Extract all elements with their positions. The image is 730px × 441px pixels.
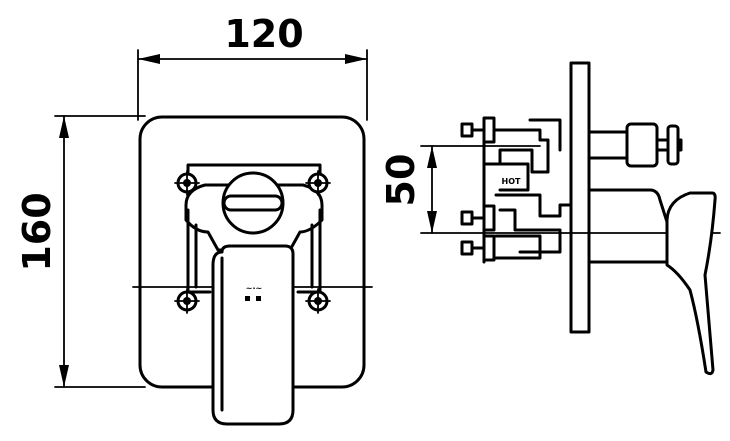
height-dimension: 160 bbox=[15, 115, 146, 388]
offset-dimension-label: 50 bbox=[379, 154, 423, 207]
mounting-screw-top-left bbox=[174, 170, 200, 196]
side-view: 50 HOT bbox=[379, 61, 721, 376]
lever-handle: ~·~ bbox=[211, 244, 295, 426]
mounting-screw-bottom-left bbox=[174, 288, 200, 314]
mounting-pin-middle bbox=[460, 204, 496, 232]
valve-body: HOT bbox=[482, 118, 572, 264]
front-view: 120 160 bbox=[15, 12, 373, 426]
hot-label: HOT bbox=[502, 177, 521, 186]
mounting-pin-bottom bbox=[460, 234, 496, 262]
mounting-screw-top-right bbox=[305, 170, 331, 196]
width-dimension-label: 120 bbox=[224, 12, 303, 56]
diverter-knob-side bbox=[587, 122, 683, 168]
diverter-knob bbox=[221, 171, 285, 235]
width-dimension: 120 bbox=[137, 12, 368, 121]
mounting-pin-top bbox=[460, 116, 496, 144]
wall-plate bbox=[569, 61, 591, 334]
height-dimension-label: 160 bbox=[15, 192, 59, 271]
handle-logo-text: ~·~ bbox=[246, 284, 262, 293]
mounting-screw-bottom-right bbox=[305, 288, 331, 314]
lever-handle-side bbox=[587, 188, 717, 376]
